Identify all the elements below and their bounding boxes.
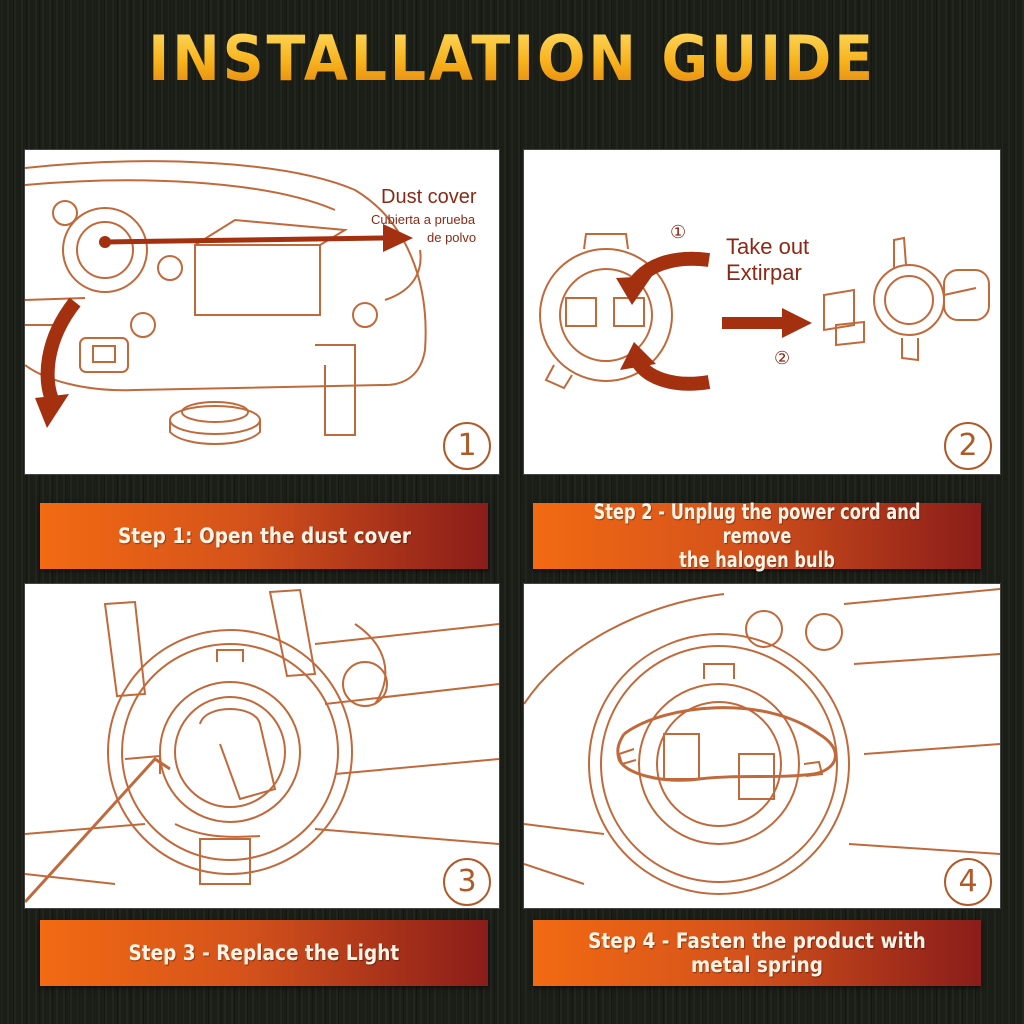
step-number-badge: 1 xyxy=(443,422,491,470)
light-replace-drawing xyxy=(25,588,499,904)
bulb-removal-drawing xyxy=(539,233,990,391)
page-title: INSTALLATION GUIDE xyxy=(41,22,983,95)
step-2-illustration: ① Take out Extirpar ② 2 xyxy=(523,149,1001,475)
step-2-caption-bar: Step 2 - Unplug the power cord and remov… xyxy=(533,500,981,572)
step-number-badge: 2 xyxy=(944,422,992,470)
metal-spring-drawing xyxy=(524,588,1000,895)
step-2-caption: Step 2 - Unplug the power cord and remov… xyxy=(560,500,954,572)
step-3-caption-bar: Step 3 - Replace the Light xyxy=(40,920,488,986)
step-3-illustration: 3 xyxy=(24,583,500,909)
step-1-caption-bar: Step 1: Open the dust cover xyxy=(40,503,488,569)
take-out-label: Take out xyxy=(726,234,810,259)
step-2-caption-line-2: the halogen bulb xyxy=(679,548,835,572)
headlight-drawing xyxy=(25,160,427,445)
step-4-illustration: 4 xyxy=(523,583,1001,909)
marker-1: ① xyxy=(670,222,687,242)
step-number-badge: 4 xyxy=(944,858,992,906)
extirpar-label: Extirpar xyxy=(726,260,802,285)
marker-2: ② xyxy=(774,348,791,368)
step-1-caption: Step 1: Open the dust cover xyxy=(117,524,411,548)
step-number-badge: 3 xyxy=(443,858,491,906)
step-2-caption-line-1: Step 2 - Unplug the power cord and remov… xyxy=(593,500,921,548)
step-1-illustration: Dust cover Cubierta a prueba de polvo 1 xyxy=(24,149,500,475)
dust-cover-label-es-1: Cubierta a prueba xyxy=(371,212,476,227)
dust-cover-label-es-2: de polvo xyxy=(427,230,477,245)
dust-cover-label: Dust cover xyxy=(381,186,477,208)
step-4-caption-bar: Step 4 - Fasten the product with metal s… xyxy=(533,920,981,986)
step-4-caption: Step 4 - Fasten the product with metal s… xyxy=(588,929,926,977)
step-3-caption: Step 3 - Replace the Light xyxy=(128,941,400,965)
